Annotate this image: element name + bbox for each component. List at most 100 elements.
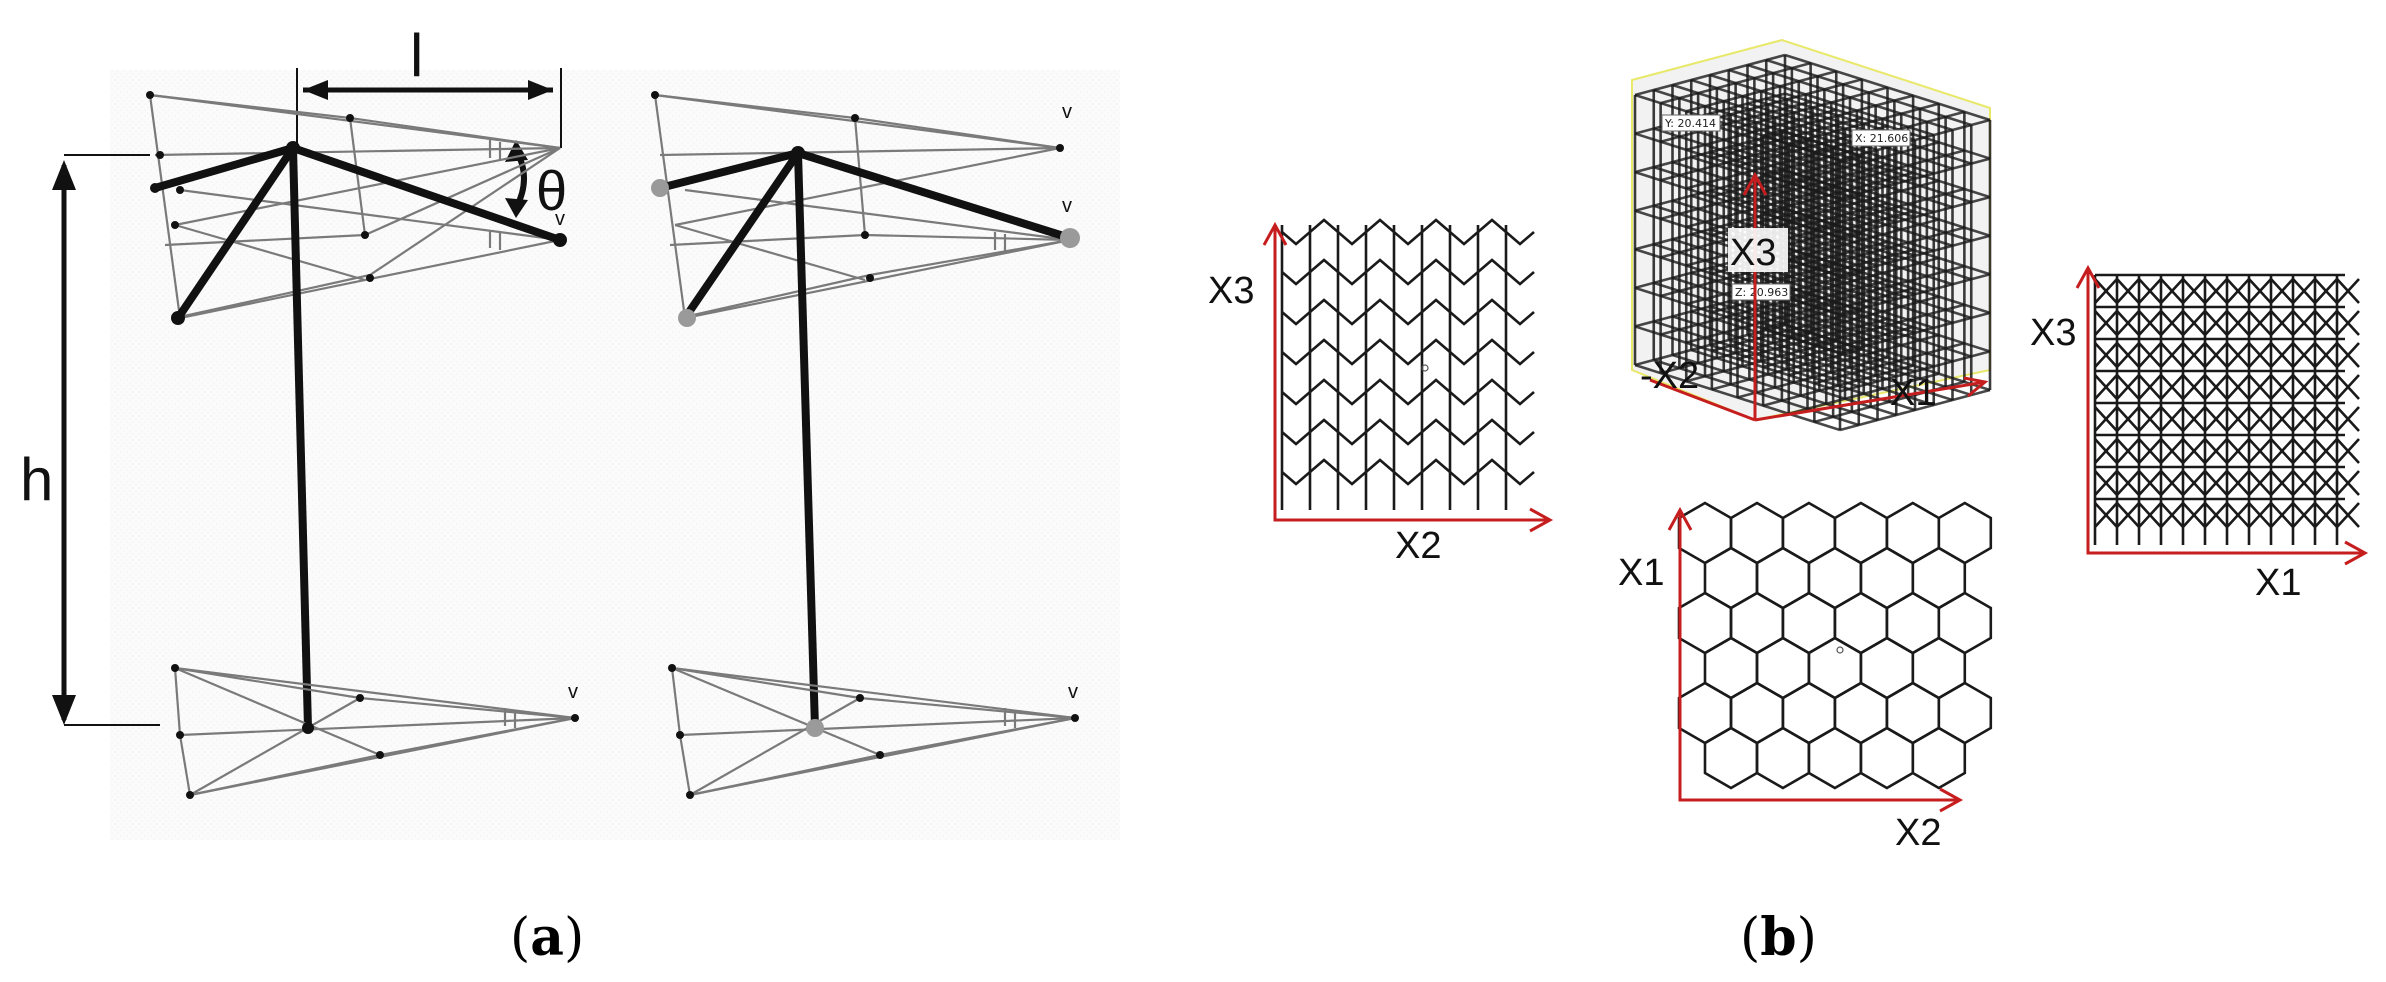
iso-beam xyxy=(1839,388,1991,432)
side-brace xyxy=(2138,502,2162,528)
side-brace xyxy=(2270,342,2294,368)
side-brace xyxy=(2226,406,2250,432)
side-brace xyxy=(2226,342,2250,368)
iso-beam xyxy=(1711,155,1863,198)
iso-beam xyxy=(1711,78,1863,121)
side-brace xyxy=(2094,406,2118,432)
iso-beam xyxy=(1685,108,1837,152)
iso-beam xyxy=(1788,372,1940,416)
side-brace xyxy=(2336,438,2360,464)
bottom-truss-left xyxy=(173,666,576,797)
iso-beam xyxy=(1660,100,1811,143)
top-view-honeycomb xyxy=(1677,501,1993,790)
front-row xyxy=(1281,458,1535,486)
side-brace xyxy=(2248,438,2272,464)
side-brace xyxy=(2292,502,2316,528)
front-row xyxy=(1281,338,1535,366)
side-brace xyxy=(2336,502,2360,528)
iso-beam xyxy=(1737,317,1888,361)
label-l: l xyxy=(410,22,423,89)
iso-beam xyxy=(1788,102,1940,146)
iso-beam xyxy=(1839,195,1991,239)
side-brace xyxy=(2248,502,2272,528)
side-brace xyxy=(2314,278,2338,304)
side-brace xyxy=(2226,438,2250,464)
side-brace xyxy=(2292,406,2316,432)
iso-beam xyxy=(1839,350,1991,393)
side-brace xyxy=(2270,502,2294,528)
iso-beam xyxy=(1711,348,1863,391)
side-brace xyxy=(2292,470,2316,496)
side-brace xyxy=(2116,342,2140,368)
side-brace xyxy=(2204,406,2228,432)
side-brace xyxy=(2204,374,2228,400)
side-brace xyxy=(2226,470,2250,496)
label-v-left-top: v xyxy=(555,208,565,230)
top-view: X1 X2 xyxy=(1618,501,1993,854)
nodes-left-top xyxy=(146,91,567,325)
dimension-l: l xyxy=(296,22,562,148)
side-brace xyxy=(2094,502,2118,528)
iso-beam xyxy=(1634,130,1786,174)
iso-beam xyxy=(1685,185,1837,229)
side-brace xyxy=(2160,278,2184,304)
unit-cell-right: v v xyxy=(651,91,1080,799)
label-h: h xyxy=(20,446,53,513)
hex-cell xyxy=(1807,726,1863,790)
side-brace xyxy=(2226,374,2250,400)
iso-beam xyxy=(1762,287,1914,330)
iso-beam xyxy=(1762,94,1914,137)
iso-beam xyxy=(1788,295,1940,338)
side-brace xyxy=(2248,470,2272,496)
side-brace xyxy=(2336,310,2360,336)
side-brace xyxy=(2094,342,2118,368)
iso-readouts: Y: 20.414 X: 21.606 Z: 20.963 xyxy=(1661,114,1911,301)
front-axis-x2: X2 xyxy=(1395,525,1441,567)
hex-cell xyxy=(1911,726,1967,790)
side-brace xyxy=(2116,278,2140,304)
iso-beam xyxy=(1788,141,1940,184)
side-brace xyxy=(2314,342,2338,368)
caption-a: (a) xyxy=(510,907,584,968)
side-brace xyxy=(2094,374,2118,400)
hex-cell xyxy=(1755,726,1811,790)
side-brace xyxy=(2204,438,2228,464)
label-v-left-bottom: v xyxy=(568,681,578,703)
side-brace xyxy=(2314,406,2338,432)
panel-a-unit-cell-diagram: l h θ xyxy=(20,22,1120,968)
side-brace xyxy=(2094,470,2118,496)
side-brace xyxy=(2226,278,2250,304)
side-view-lattice xyxy=(2093,273,2360,545)
iso-beam xyxy=(1788,218,1940,261)
side-brace xyxy=(2138,278,2162,304)
side-brace xyxy=(2094,278,2118,304)
iso-beam xyxy=(1814,149,1965,192)
nodes-right-bottom xyxy=(668,664,1079,799)
side-brace xyxy=(2204,310,2228,336)
side-view-axes xyxy=(2075,264,2369,566)
iso-beam xyxy=(1839,311,1991,355)
side-brace xyxy=(2116,310,2140,336)
side-brace xyxy=(2270,310,2294,336)
side-brace xyxy=(2160,406,2184,432)
iso-beam xyxy=(1711,309,1863,353)
iso-beam xyxy=(1737,356,1888,399)
label-v-right-mid: v xyxy=(1062,195,1072,217)
iso-beam xyxy=(1784,208,1991,276)
side-brace xyxy=(2116,374,2140,400)
iso-beam xyxy=(1737,163,1888,206)
side-brace xyxy=(2292,438,2316,464)
front-axis-x3: X3 xyxy=(1208,270,1254,312)
iso-beam xyxy=(1685,69,1837,113)
front-row xyxy=(1281,298,1535,326)
front-row xyxy=(1281,378,1535,406)
front-row xyxy=(1281,218,1535,246)
side-brace xyxy=(2314,470,2338,496)
dimension-h: h xyxy=(20,154,160,726)
iso-beam xyxy=(1762,364,1914,407)
side-brace xyxy=(2182,502,2206,528)
side-brace xyxy=(2270,438,2294,464)
iso-beam xyxy=(1762,248,1914,292)
side-brace xyxy=(2336,342,2360,368)
